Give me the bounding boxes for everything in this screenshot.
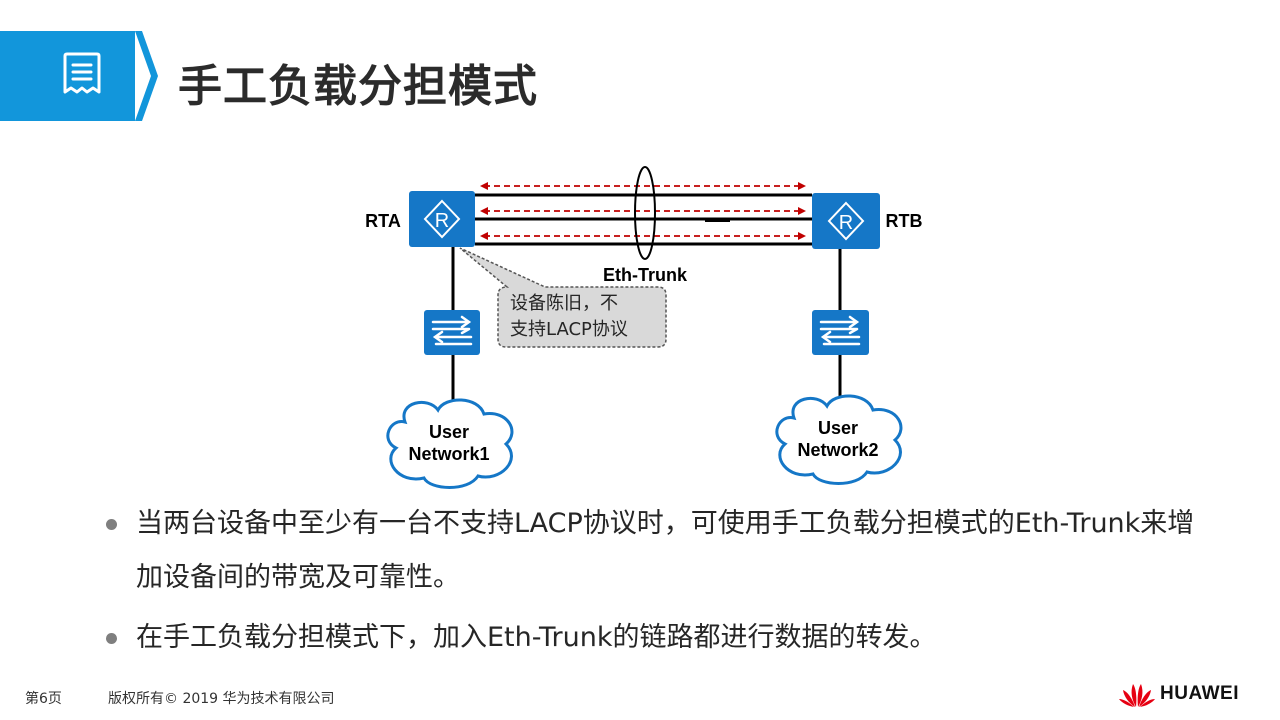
router-rtb-label: RTB — [886, 211, 923, 231]
bullet-list: 当两台设备中至少有一台不支持LACP协议时，可使用手工负载分担模式的Eth-Tr… — [100, 497, 1210, 665]
callout-text: 设备陈旧，不 支持LACP协议 — [498, 291, 680, 343]
callout-bubble — [459, 247, 667, 348]
header-accent-band — [0, 31, 135, 121]
switch-right-icon[interactable] — [812, 310, 869, 355]
svg-text:R: R — [839, 212, 853, 234]
svg-text:R: R — [435, 210, 449, 232]
user-network1-line1: User — [429, 422, 469, 442]
eth-trunk-ellipse — [634, 166, 656, 260]
eth-trunk-label: Eth-Trunk — [603, 265, 688, 285]
switch-left-icon[interactable] — [424, 310, 480, 355]
user-network2-line2: Network2 — [797, 440, 878, 460]
eth-trunk-diagram: Eth-Trunk R RTA R RTB — [365, 166, 923, 489]
user-network2-line1: User — [818, 418, 858, 438]
router-rtb-icon[interactable]: R — [812, 193, 880, 249]
page-title: 手工负载分担模式 — [178, 61, 538, 112]
bullet-item: 在手工负载分担模式下，加入Eth-Trunk的链路都进行数据的转发。 — [100, 611, 1210, 665]
brand-name: HUAWEI — [1160, 683, 1239, 704]
user-network2-cloud-icon — [775, 394, 903, 485]
document-list-icon — [63, 52, 101, 94]
callout-line-1: 设备陈旧，不 — [510, 293, 618, 314]
user-network1-line2: Network1 — [408, 444, 489, 464]
router-rta-icon[interactable]: R — [409, 191, 475, 247]
huawei-petal-icon — [1119, 684, 1155, 707]
router-rta-label: RTA — [365, 211, 401, 231]
huawei-logo: HUAWEI — [1119, 680, 1239, 708]
page-number: 第6页 — [25, 691, 62, 707]
copyright-text: 版权所有© 2019 华为技术有限公司 — [108, 691, 335, 707]
bullet-item: 当两台设备中至少有一台不支持LACP协议时，可使用手工负载分担模式的Eth-Tr… — [100, 497, 1210, 605]
user-network1-cloud-icon — [386, 398, 514, 489]
callout-line-2: 支持LACP协议 — [510, 319, 628, 340]
header-chevron — [135, 31, 158, 121]
